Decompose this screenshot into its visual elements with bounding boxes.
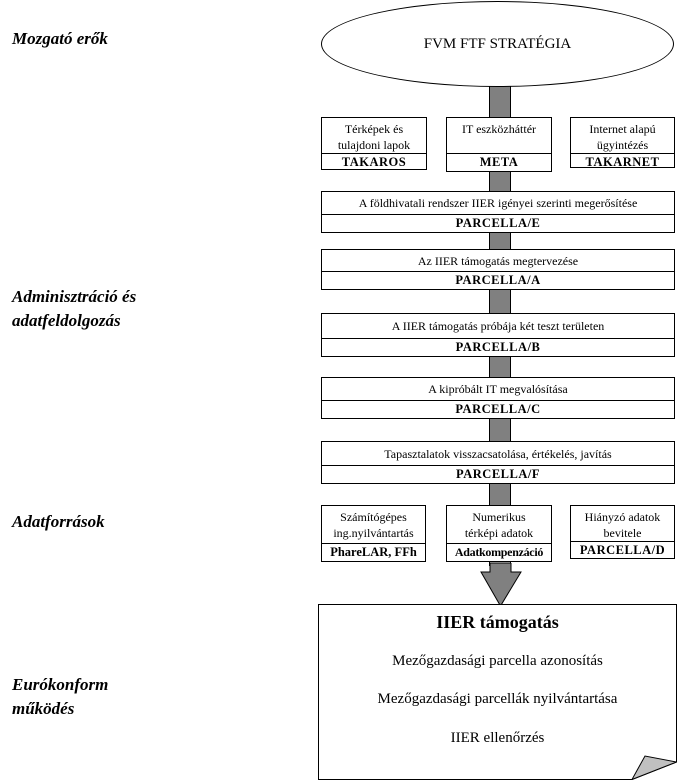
text-line: térképi adatok — [464, 526, 534, 540]
process-step-b: A IIER támogatás próbája két teszt terül… — [321, 313, 675, 357]
stage-label-line: Adminisztráció és — [12, 287, 137, 306]
stage-label-data-sources: Adatforrások — [12, 512, 105, 531]
driver-box-code: TAKAROS — [322, 153, 426, 171]
source-box-code: PARCELLA/D — [571, 541, 674, 559]
document-shape — [318, 604, 677, 780]
process-step-code: PARCELLA/E — [322, 214, 674, 232]
process-step-code: PARCELLA/B — [322, 338, 674, 356]
process-step-code: PARCELLA/A — [322, 271, 674, 289]
text-line: Térképek és — [344, 122, 404, 136]
stage-label-line: működés — [12, 699, 75, 718]
source-box-description: Hiányzó adatok bevitele — [571, 506, 674, 541]
source-box-pharelar: Számítógépes ing.nyilvántartás PhareLAR, … — [321, 505, 426, 562]
source-box-adatkompenzacio: Numerikus térképi adatok Adatkompenzáció — [446, 505, 552, 562]
driver-box-description: Internet alapú ügyintézés — [571, 118, 674, 153]
strategy-title: FVM FTF STRATÉGIA — [423, 35, 572, 52]
process-step-text: A földhivatali rendszer IIER igényei sze… — [358, 196, 638, 210]
driver-box-takarnet: Internet alapú ügyintézés TAKARNET — [570, 117, 675, 171]
source-box-description: Számítógépes ing.nyilvántartás — [322, 506, 425, 543]
stage-label-eurocompliant: Eurókonform működés — [12, 673, 108, 721]
process-step-text: A IIER támogatás próbája két teszt terül… — [391, 319, 605, 333]
text-line: Számítógépes — [340, 510, 407, 524]
driver-box-takaros: Térképek és tulajdoni lapok TAKAROS — [321, 117, 427, 170]
process-step-c: A kipróbált IT megvalósítása PARCELLA/C — [321, 377, 675, 419]
text-line: ing.nyilvántartás — [333, 526, 414, 540]
result-item: Mezőgazdasági parcellák nyilvántartása — [377, 691, 618, 707]
driver-box-description: Térképek és tulajdoni lapok — [322, 118, 426, 153]
source-box-code: Adatkompenzáció — [447, 543, 551, 561]
down-arrow-icon — [480, 563, 522, 607]
process-step-code: PARCELLA/F — [322, 465, 674, 483]
page-curl-icon — [631, 755, 677, 780]
stage-label-drivers: Mozgató erők — [12, 29, 108, 48]
strategy-ellipse: FVM FTF STRATÉGIA — [321, 1, 674, 87]
text-line: IT eszközháttér — [461, 122, 537, 136]
text-line: ügyintézés — [596, 138, 649, 152]
text-line: Numerikus — [472, 510, 526, 524]
result-item: IIER ellenőrzés — [450, 730, 545, 746]
driver-box-code: TAKARNET — [571, 153, 674, 171]
source-box-parcella-d: Hiányzó adatok bevitele PARCELLA/D — [570, 505, 675, 559]
driver-box-description: IT eszközháttér — [447, 118, 551, 153]
result-title: IIER támogatás — [436, 612, 559, 632]
result-item: Mezőgazdasági parcella azonosítás — [392, 653, 603, 669]
stage-label-line: Eurókonform — [12, 675, 109, 694]
process-step-f: Tapasztalatok visszacsatolása, értékelés… — [321, 441, 675, 484]
stage-label-line: adatfeldolgozás — [12, 311, 121, 330]
stage-label-administration: Adminisztráció és adatfeldolgozás — [12, 285, 136, 333]
process-step-e: A földhivatali rendszer IIER igényei sze… — [321, 191, 675, 233]
text-line: Internet alapú — [589, 122, 656, 136]
driver-box-meta: IT eszközháttér META — [446, 117, 552, 172]
process-step-a: Az IIER támogatás megtervezése PARCELLA/… — [321, 249, 675, 290]
process-step-text: Az IIER támogatás megtervezése — [417, 253, 579, 268]
text-line: bevitele — [603, 526, 642, 540]
source-box-description: Numerikus térképi adatok — [447, 506, 551, 543]
process-step-text: A kipróbált IT megvalósítása — [428, 382, 568, 396]
text-line: Hiányzó adatok — [584, 510, 661, 524]
text-line: tulajdoni lapok — [337, 138, 411, 152]
process-step-code: PARCELLA/C — [322, 400, 674, 418]
process-step-text: Tapasztalatok visszacsatolása, értékelés… — [384, 446, 612, 461]
result-document: IIER támogatás Mezőgazdasági parcella az… — [318, 604, 677, 780]
driver-box-code: META — [447, 153, 551, 171]
source-box-code: PhareLAR, FFh — [322, 543, 425, 561]
